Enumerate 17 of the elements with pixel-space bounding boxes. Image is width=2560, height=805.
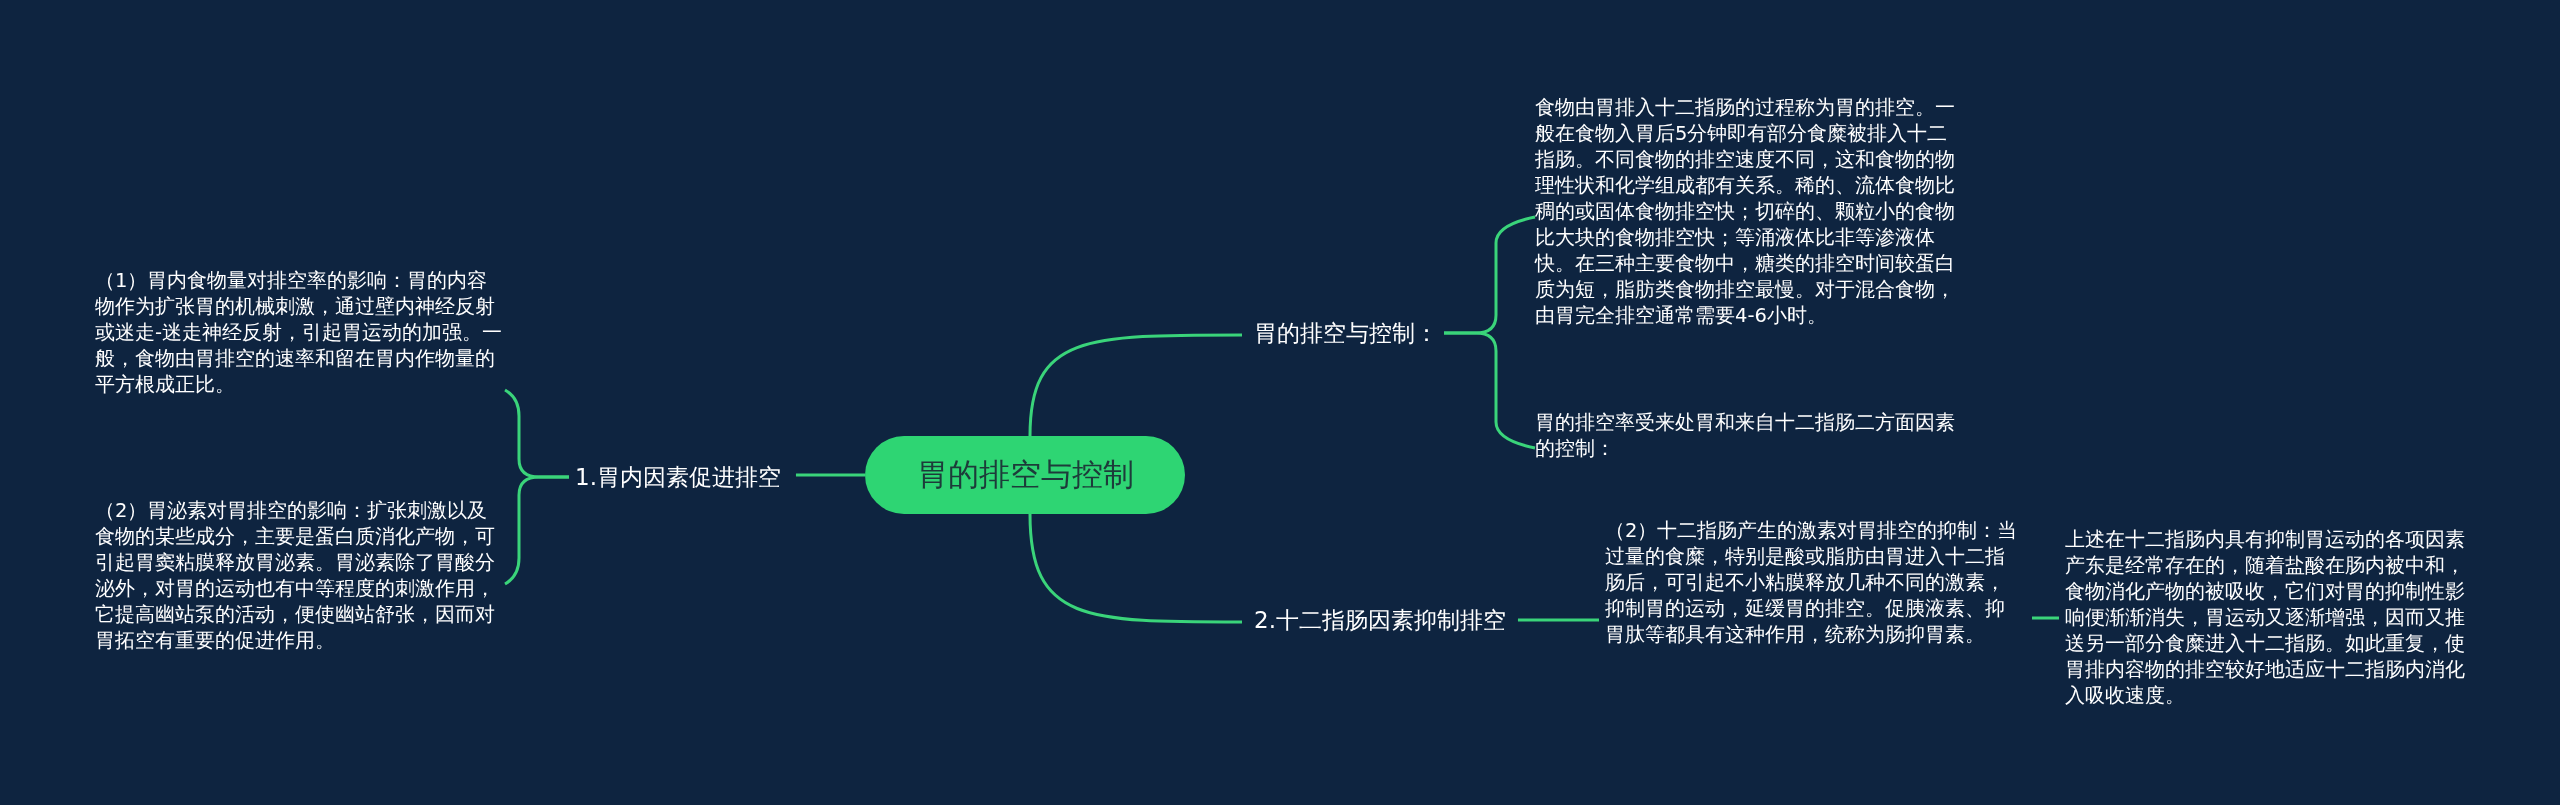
- note-text: （2）胃泌素对胃排空的影响：扩张刺激以及食物的某些成分，主要是蛋白质消化产物，可引起胃窦粘膜释放胃泌素。胃泌素除了胃酸分泌外，对胃的运动也有中等程度的刺激作用，它提高幽站泵的活动，便使幽站舒张，因而对胃拓空有重要的促进作用。: [95, 498, 505, 654]
- connector-line: [1517, 618, 1599, 622]
- central-topic-pill: 胃的排空与控制: [865, 436, 1185, 514]
- connector-line: [795, 473, 865, 477]
- connector-line: [1028, 513, 1242, 624]
- connector-line: [1028, 333, 1242, 437]
- connector-line: [2032, 616, 2059, 620]
- branch-topic: 2.十二指肠因素抑制排空: [1254, 604, 1506, 636]
- branch-topic: 胃的排空与控制：: [1254, 317, 1438, 349]
- connector-line: [504, 475, 569, 586]
- note-text: （2）十二指肠产生的激素对胃排空的抑制：当过量的食糜，特别是酸或脂肪由胃进入十二指肠后，可引起不小粘膜释放几种不同的激素，抑制胃的运动，延缓胃的排空。促胰液素、抑胃肽等都具有这种作用，统称为肠抑胃素。: [1605, 518, 2020, 648]
- note-text: （1）胃内食物量对排空率的影响：胃的内容物作为扩张胃的机械刺激，通过壁内神经反射或迷走-迷走神经反射，引起胃运动的加强。一般，食物由胃排空的速率和留在胃内作物量的平方根成正比。: [95, 268, 505, 398]
- note-text: 上述在十二指肠内具有抑制胃运动的各项因素产东是经常存在的，随着盐酸在肠内被中和，食物消化产物的被吸收，它们对胃的抑制性影响便渐渐消失，胃运动又逐渐增强，因而又推送另一部分食糜进入十二指肠。如此重复，使胃排内容物的排空较好地适应十二指肠内消化入吸收速度。: [2065, 527, 2470, 709]
- note-text: 食物由胃排入十二指肠的过程称为胃的排空。一般在食物入胃后5分钟即有部分食糜被排入十二指肠。不同食物的排空速度不同，这和食物的物理性状和化学组成都有关系。稀的、流体食物比稠的或固体食物排空快；切碎的、颗粒小的食物比大块的食物排空快；等涌液体比非等渗液体快。在三种主要食物中，糖类的排空时间较蛋白质为短，脂肪类食物排空最慢。对于混合食物，由胃完全排空通常需要4-6小时。: [1535, 95, 1955, 329]
- connector-line: [1444, 331, 1536, 450]
- note-text: 胃的排空率受来处胃和来自十二指肠二方面因素的控制：: [1535, 410, 1955, 462]
- branch-topic: 1.胃内因素促进排空: [575, 461, 781, 493]
